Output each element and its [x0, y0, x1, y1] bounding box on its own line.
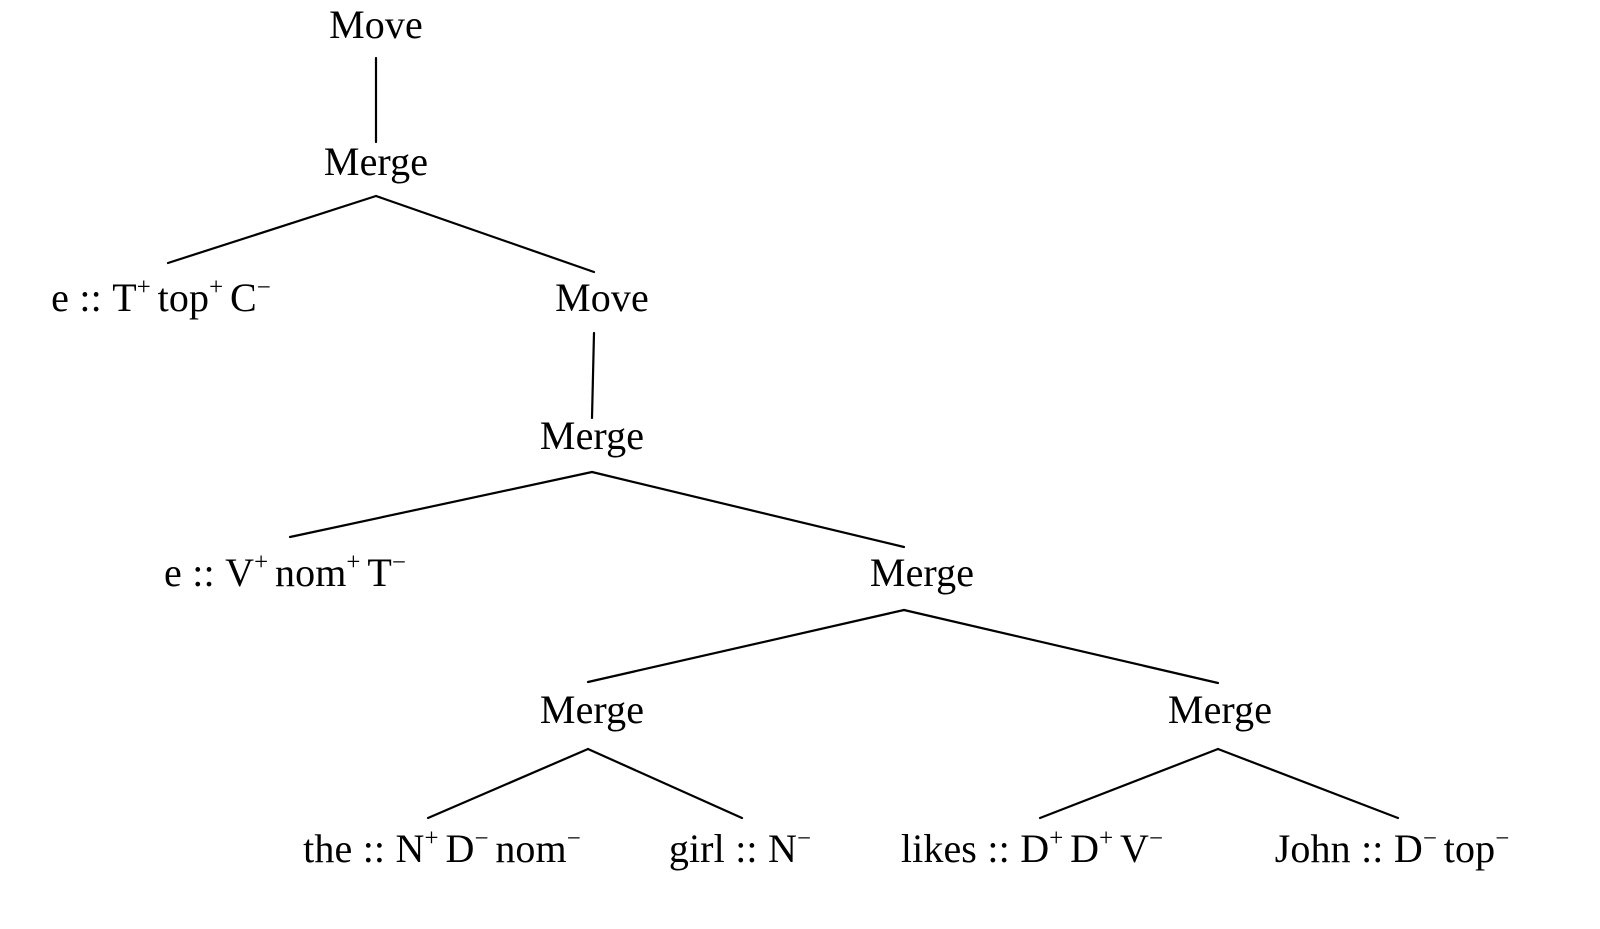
tree-edge: [166, 194, 378, 265]
node-label: Move: [329, 2, 423, 47]
lexical-item-likes: likes::D+D+V−: [900, 824, 1164, 871]
feature-2: nom+: [275, 548, 361, 595]
feature-1: D−: [1393, 824, 1437, 871]
feature-polarity: +: [424, 824, 439, 852]
feature-polarity: −: [1148, 824, 1164, 852]
feature-1: V+: [225, 548, 269, 595]
lexical-item-tense: e::V+nom+T−: [164, 548, 406, 595]
feature-polarity: +: [136, 273, 151, 301]
feature-polarity: −: [474, 824, 489, 852]
tree-edge: [590, 470, 906, 549]
node-label: Merge: [323, 139, 429, 184]
node-merge-level6-right: Merge: [1168, 690, 1272, 730]
tree-edge: [590, 331, 596, 420]
feature-polarity: −: [566, 824, 581, 852]
node-merge-level6-left: Merge: [540, 690, 644, 730]
tree-edge: [1038, 747, 1220, 820]
node-label: Merge: [539, 687, 645, 732]
lexical-separator: ::: [987, 826, 1010, 871]
feature-polarity: +: [209, 273, 224, 301]
feature-2: D−: [445, 824, 489, 871]
lexical-item-john: John::D−top−: [1274, 824, 1510, 871]
lexical-word: e: [164, 550, 182, 595]
feature-polarity: −: [256, 273, 271, 301]
tree-edge: [426, 747, 590, 820]
feature-1: D+: [1020, 824, 1064, 871]
feature-polarity: −: [391, 548, 406, 576]
feature-2: top−: [1443, 824, 1510, 871]
feature-polarity: +: [1049, 824, 1064, 852]
lexical-separator: ::: [1361, 826, 1384, 871]
feature-3: T−: [367, 548, 406, 595]
feature-polarity: −: [797, 824, 812, 852]
feature-2: top+: [157, 273, 224, 320]
lexical-item-the: the::N+D−nom−: [303, 824, 581, 871]
feature-3: V−: [1119, 824, 1164, 871]
lexical-word: e: [51, 275, 70, 320]
tree-edge: [586, 747, 744, 820]
lexical-word: girl: [668, 826, 725, 871]
feature-polarity: +: [346, 548, 361, 576]
node-label: Move: [555, 275, 649, 320]
feature-1: N+: [395, 824, 439, 871]
feature-1: N−: [768, 824, 812, 871]
node-label: Merge: [869, 550, 975, 595]
lexical-item-girl: girl::N−: [668, 824, 812, 871]
feature-1: T+: [112, 273, 151, 320]
node-move-level3: Move: [555, 278, 649, 318]
lexical-separator: ::: [79, 275, 102, 320]
lexical-item-complementizer: e::T+top+C−: [51, 273, 271, 320]
tree-edge: [586, 608, 906, 684]
node-merge-level2: Merge: [324, 142, 428, 182]
lexical-word: the: [303, 826, 353, 871]
tree-edge: [374, 194, 596, 274]
node-label: Merge: [1167, 687, 1273, 732]
node-root-move: Move: [329, 5, 423, 45]
feature-2: D+: [1070, 824, 1114, 871]
node-label: Merge: [539, 413, 645, 458]
tree-edge: [902, 608, 1220, 685]
lexical-separator: ::: [735, 826, 758, 871]
feature-polarity: −: [1422, 824, 1437, 852]
feature-polarity: −: [1495, 824, 1510, 852]
node-merge-level4: Merge: [540, 416, 644, 456]
tree-edge: [1216, 747, 1400, 820]
tree-edge: [288, 470, 594, 539]
lexical-separator: ::: [362, 826, 386, 871]
lexical-word: John: [1274, 826, 1351, 871]
feature-3: nom−: [495, 824, 581, 871]
lexical-word: likes: [900, 826, 977, 871]
lexical-separator: ::: [192, 550, 215, 595]
feature-polarity: +: [1099, 824, 1114, 852]
feature-3: C−: [229, 273, 271, 320]
node-merge-level5: Merge: [870, 553, 974, 593]
feature-polarity: +: [254, 548, 269, 576]
